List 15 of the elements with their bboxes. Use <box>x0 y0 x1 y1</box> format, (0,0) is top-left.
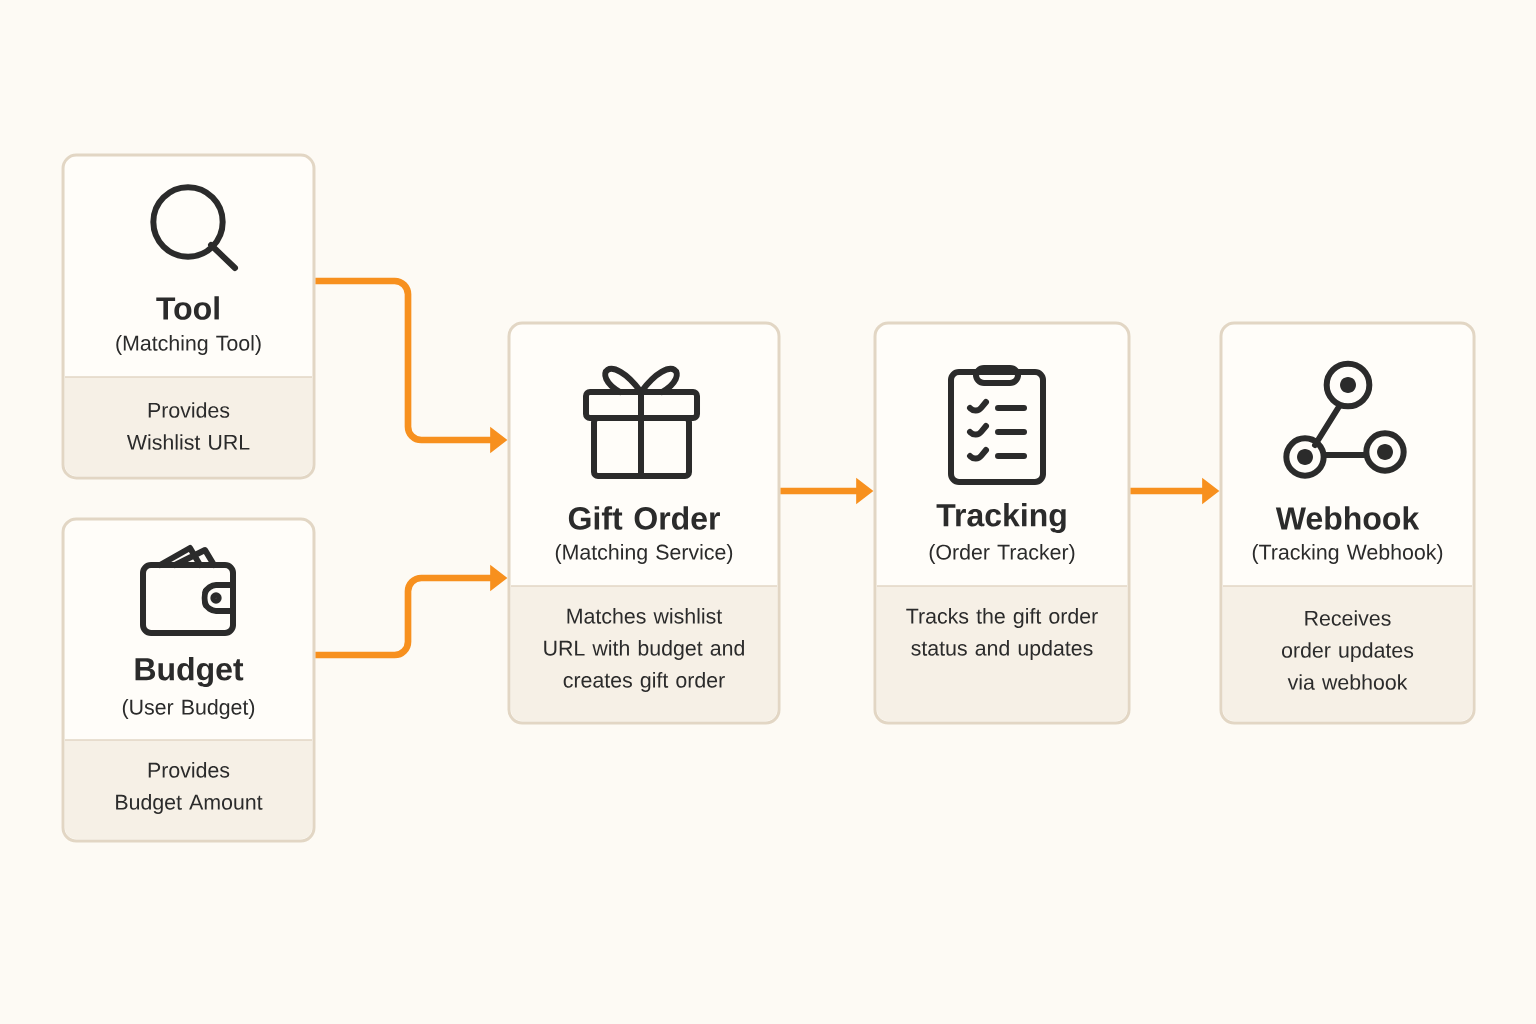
card-subtitle: (User Budget) <box>122 699 255 719</box>
card-subtitle: (Matching Tool) <box>116 335 261 355</box>
card-subtitle: (Order Tracker) <box>929 544 1075 564</box>
card-title: Webhook <box>1275 506 1420 530</box>
card-description: Tracks the gift order status and updates <box>906 608 1098 660</box>
card-title: Gift Order <box>568 506 720 530</box>
card-description: Provides Wishlist URL <box>126 402 250 450</box>
card-subtitle: (Matching Service) <box>555 544 733 564</box>
card-title: Tool <box>156 296 219 320</box>
card-title: Budget <box>135 657 244 687</box>
card-subtitle: (Tracking Webhook) <box>1252 544 1443 564</box>
card-description: Matches wishlist URL with budget and creates gift order <box>544 608 744 692</box>
card-title: Tracking <box>936 503 1066 533</box>
card-description: Receives order updates via webhook <box>1282 610 1414 690</box>
card-description: Provides Budget Amount <box>116 762 263 814</box>
